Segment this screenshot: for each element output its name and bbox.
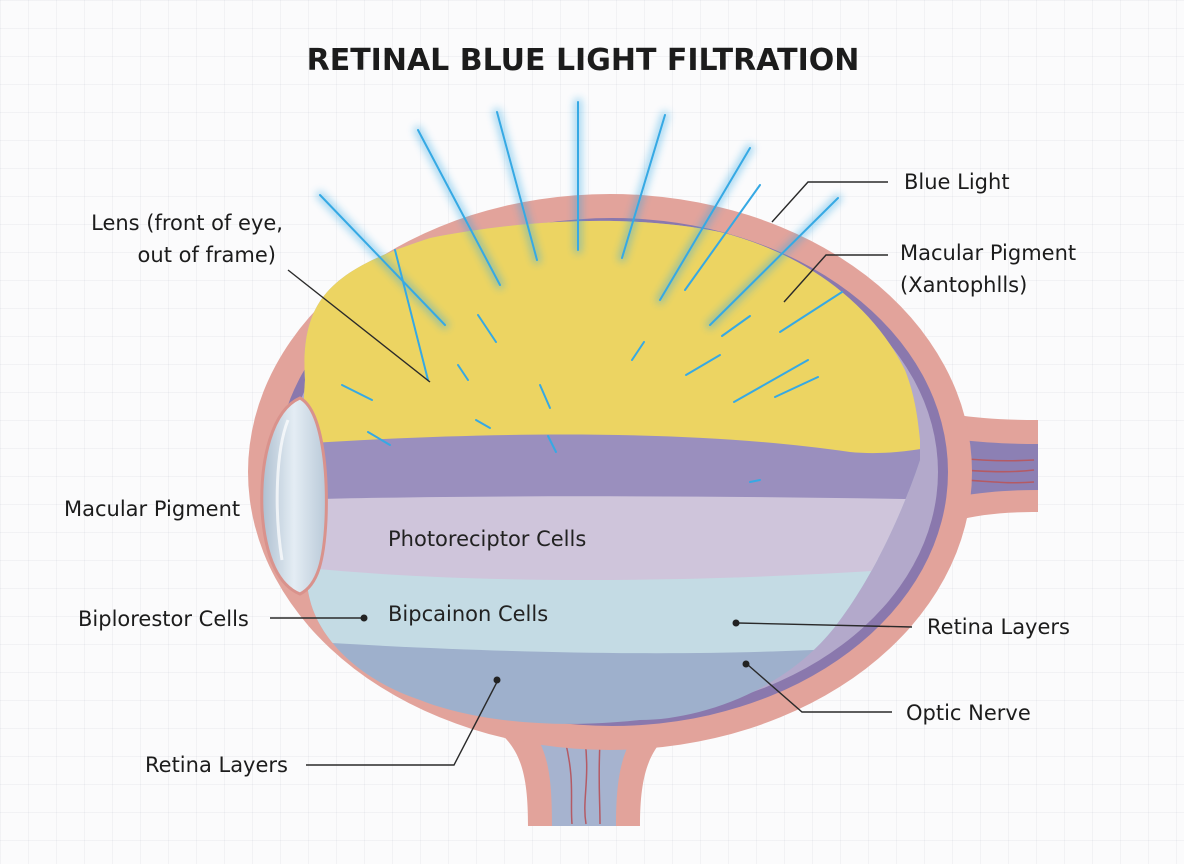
- layer-choroid-mid: [301, 429, 921, 500]
- leader-blue-light: [771, 181, 888, 223]
- leader-dot: [742, 660, 750, 668]
- leader-retina-layers-bottom: [306, 681, 498, 766]
- leader-lens: [287, 269, 431, 383]
- leader-macular-xanthophylls: [783, 254, 888, 303]
- label-blue-light: Blue Light: [904, 170, 1010, 194]
- page-title: RETINAL BLUE LIGHT FILTRATION: [307, 43, 860, 78]
- label-bipolar-cells-inner: Bipcainon Cells: [388, 602, 548, 626]
- leader-dot: [360, 614, 368, 622]
- label-macular-pigment-right-line1: Macular Pigment: [900, 241, 1076, 265]
- nerve-fiber: [584, 739, 588, 825]
- label-bipolar-cells-left: Biplorestor Cells: [78, 607, 249, 631]
- layer-bipolar: [301, 556, 921, 654]
- layer-photoreceptor: [301, 483, 921, 580]
- blue-light-rays: [316, 98, 843, 483]
- label-lens-line1: Lens (front of eye,: [91, 211, 283, 235]
- nerve-fiber: [598, 741, 601, 825]
- leader-dot: [732, 619, 740, 627]
- lens: [260, 396, 328, 596]
- label-macular-pigment-left: Macular Pigment: [64, 497, 240, 521]
- label-macular-pigment-right-line2: (Xantophlls): [900, 273, 1027, 297]
- leader-optic-nerve: [747, 664, 892, 713]
- layer-macular-pigment: [301, 220, 921, 454]
- label-lens-line2: out of frame): [138, 243, 276, 267]
- nerve-fiber: [564, 739, 573, 825]
- label-retina-layers-right: Retina Layers: [927, 615, 1070, 639]
- label-optic-nerve: Optic Nerve: [906, 701, 1031, 725]
- leader-retina-layers-right: [737, 622, 913, 628]
- label-retina-layers-bottom: Retina Layers: [145, 753, 288, 777]
- leader-lines: [270, 181, 913, 766]
- leader-dot: [493, 676, 501, 684]
- label-photoreceptor-cells: Photoreciptor Cells: [388, 527, 586, 551]
